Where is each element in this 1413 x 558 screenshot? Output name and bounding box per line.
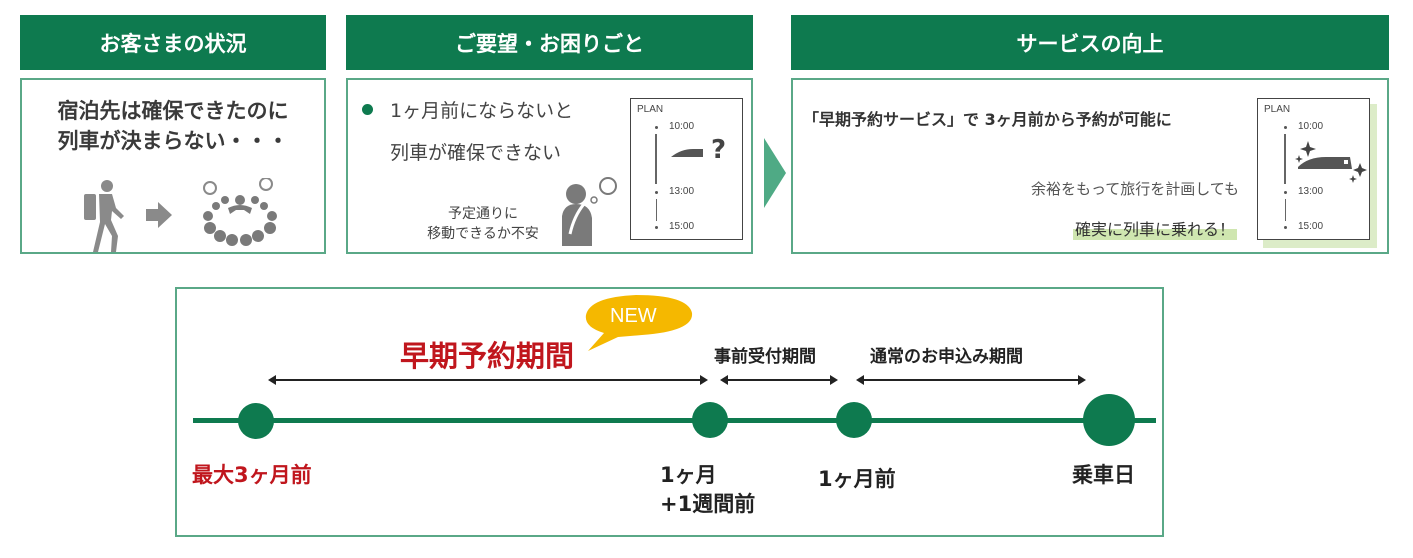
milestone-label-line-2: +1週間前 [660,492,756,516]
milestone-label-1-month-1-week: 1ヶ月 +1週間前 [660,461,755,519]
milestone-node-1-month [836,402,872,438]
plan-time-3: 15:00 [1298,221,1324,232]
request-line-1: 1ヶ月前にならないと [390,100,574,122]
bullet-icon [362,104,373,115]
request-line-2: 列車が確保できない [390,142,562,164]
plan-time-3: 15:00 [669,221,695,232]
plan-time-2: 13:00 [1298,186,1324,197]
milestone-node-1-month-1-week [692,402,728,438]
panel-customer-situation: 宿泊先は確保できたのに 列車が決まらない・・・ [20,78,326,254]
milestone-label-boarding-day: 乗車日 [1072,463,1135,487]
situation-text: 宿泊先は確保できたのに 列車が決まらない・・・ [22,96,324,156]
new-badge-bubble [585,295,693,351]
milestone-node-boarding-day [1083,394,1135,446]
chevron-right-icon [764,138,786,208]
crowd-icon [203,178,277,246]
period-early-reservation: 早期予約期間 [400,339,575,373]
arrow-right-icon [146,202,172,228]
plan-label: PLAN [1264,104,1291,115]
plan-time-2: 13:00 [669,186,695,197]
plan-time-1: 10:00 [1298,121,1324,132]
sparkling-train-icon [1295,141,1367,183]
question-mark: ? [711,135,727,165]
plan-label: PLAN [637,104,664,115]
milestone-label-1-month: 1ヶ月前 [818,467,896,491]
panel-header-requests: ご要望・お困りごと [346,15,753,70]
panel-requests: 1ヶ月前にならないと 列車が確保できない 予定通りに 移動できるか不安 PLAN… [346,78,753,254]
new-badge-label: NEW [610,305,657,327]
plan-card-uncertain: PLAN 10:00 ? 13:00 15:00 [630,98,743,240]
period-regular-application: 通常のお申込み期間 [870,347,1023,367]
service-highlight-line: 確実に列車に乗れる！ [1072,216,1237,240]
train-icon [671,149,703,157]
situation-line-1: 宿泊先は確保できたのに [57,99,289,123]
worry-caption: 予定通りに 移動できるか不安 [408,204,558,244]
period-advance-reception: 事前受付期間 [714,347,816,367]
reservation-timeline [175,287,1164,537]
plan-card-confirmed: PLAN 10:00 13:00 15:00 [1257,98,1370,240]
situation-line-2: 列車が決まらない・・・ [57,129,289,153]
regular-period-arrow [856,375,1086,385]
milestone-label-line-1: 1ヶ月 [660,463,717,487]
panel-service-improvement: 「早期予約サービス」で 3ヶ月前から予約が可能に 余裕をもって旅行を計画しても … [791,78,1389,254]
worry-caption-line-1: 予定通りに [448,206,518,222]
milestone-label-3-months: 最大3ヶ月前 [192,463,312,487]
worried-person-icon [562,177,617,246]
milestone-node-3-months [238,403,274,439]
panel-header-service-improvement: サービスの向上 [791,15,1389,70]
timeline-line [193,418,1156,423]
hiker-icon [84,180,124,252]
service-headline: 「早期予約サービス」で 3ヶ月前から予約が可能に [803,110,1172,129]
worry-caption-line-2: 移動できるか不安 [427,226,539,242]
early-period-arrow [268,375,708,385]
advance-period-arrow [720,375,838,385]
service-sub-line: 余裕をもって旅行を計画しても [1030,180,1239,198]
panel-header-customer-situation: お客さまの状況 [20,15,326,70]
plan-time-1: 10:00 [669,121,695,132]
